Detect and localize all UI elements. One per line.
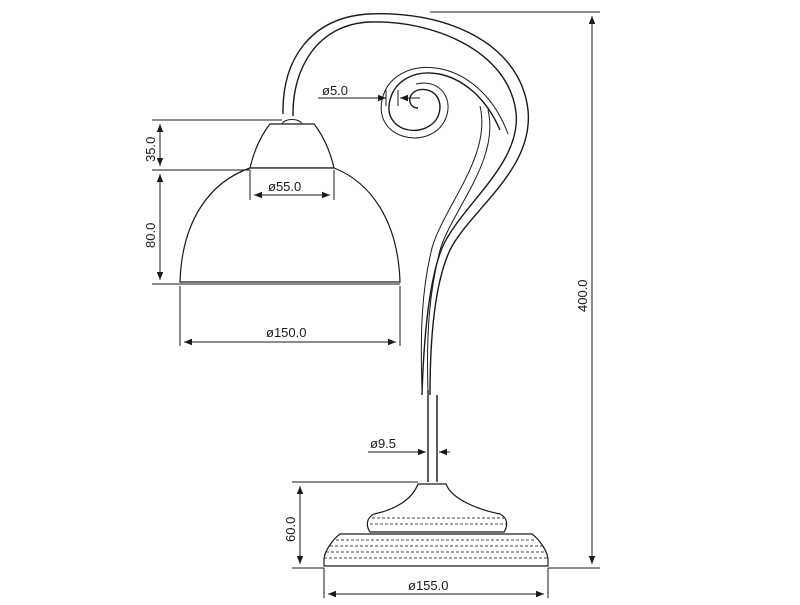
dimension-shade-diameter: ø150.0 [179, 286, 401, 346]
dimension-label-shade-diameter: ø150.0 [266, 325, 306, 340]
dimension-cap-height: 35.0 [143, 119, 282, 171]
dimension-label-shade-height: 80.0 [143, 223, 158, 248]
dimension-base-diameter: ø155.0 [323, 568, 549, 598]
lamp-shade [179, 119, 401, 285]
dimension-label-total-height: 400.0 [575, 279, 590, 312]
dimension-label-stem: ø9.5 [370, 436, 396, 451]
dimension-base-height: 60.0 [283, 481, 418, 569]
dimension-label-cap-height: 35.0 [143, 137, 158, 162]
dimension-stem: ø9.5 [368, 436, 450, 460]
dimension-shade-height: 80.0 [143, 174, 180, 285]
dimension-cap-diameter: ø55.0 [249, 170, 335, 200]
dimension-scroll-wire: ø5.0 [318, 83, 420, 106]
dimension-total-height: 400.0 [430, 11, 600, 569]
lamp-base [323, 483, 549, 567]
dimension-label-scroll-wire: ø5.0 [322, 83, 348, 98]
dimension-label-base-height: 60.0 [283, 517, 298, 542]
lamp-arm [282, 12, 529, 396]
dimension-label-cap-diameter: ø55.0 [268, 179, 301, 194]
dimension-label-base-diameter: ø155.0 [408, 578, 448, 593]
lamp-stem [427, 390, 438, 482]
